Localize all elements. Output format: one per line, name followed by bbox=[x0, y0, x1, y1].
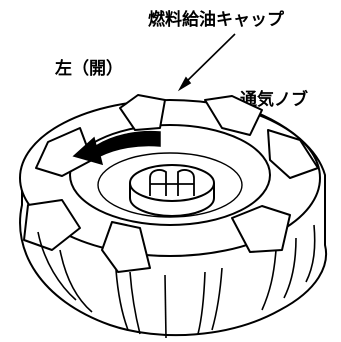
cap-ribs bbox=[23, 94, 319, 273]
fuel-cap-label: 燃料給油キャップ bbox=[148, 9, 285, 30]
skirt-grooves bbox=[37, 224, 316, 339]
rib-back-right bbox=[204, 95, 263, 136]
vent-knob-label: 通気ノブ bbox=[240, 89, 308, 110]
rib-left bbox=[35, 127, 93, 177]
direction-label: 左（開） bbox=[55, 58, 123, 79]
rib-front-right bbox=[231, 205, 291, 253]
rib-back-left bbox=[119, 94, 166, 131]
vent-knob bbox=[129, 164, 215, 217]
rib-right bbox=[267, 129, 319, 179]
open-direction-arrow bbox=[72, 130, 161, 166]
cap-leader-line bbox=[183, 33, 236, 85]
rib-front-center bbox=[101, 221, 151, 273]
vent-knob-top bbox=[129, 164, 215, 202]
vent-knob-grip bbox=[149, 169, 195, 196]
rib-front-left bbox=[23, 199, 81, 251]
cap-leader-arrowhead bbox=[177, 76, 192, 92]
